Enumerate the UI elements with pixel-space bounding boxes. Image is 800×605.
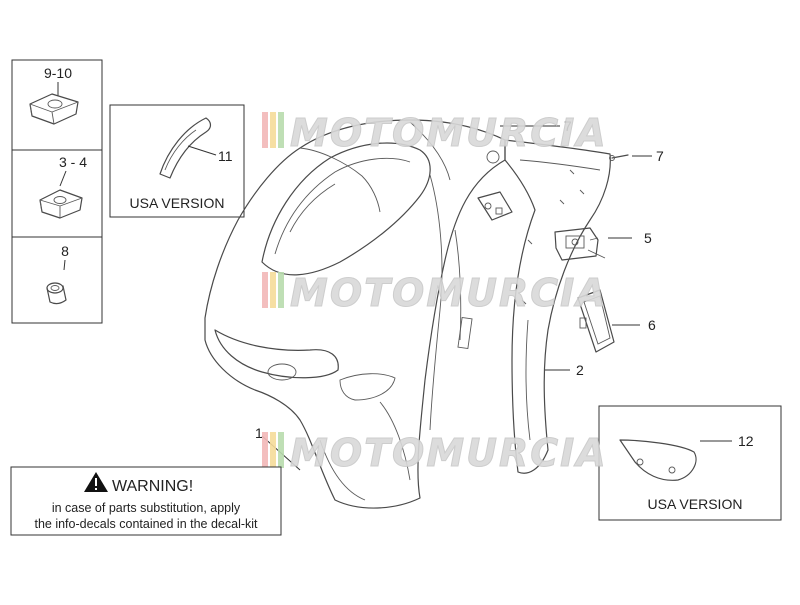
cover-plate-part-6 (577, 289, 640, 353)
watermark-stripe-green (278, 112, 284, 148)
callout-7-right: 7 (656, 148, 664, 164)
watermark-top: MOTOMURCIA (262, 111, 608, 156)
callout-2: 2 (576, 362, 584, 378)
watermark-stripe-red (262, 112, 268, 148)
clip-nut-part (29, 93, 79, 125)
watermark-text: MOTOMURCIA (290, 271, 608, 315)
watermark-stripe-green (278, 272, 284, 308)
watermark-text: MOTOMURCIA (290, 111, 608, 155)
watermark-stripe-red (262, 272, 268, 308)
leader-3-4 (59, 170, 67, 187)
usa-version-caption-bottom: USA VERSION (648, 496, 743, 512)
front-fairing-part-1 (204, 119, 506, 509)
screw-part-7 (609, 154, 652, 161)
callout-9-10: 9-10 (44, 65, 72, 81)
warning-line-2: the info-decals contained in the decal-k… (34, 517, 258, 531)
part-box-3-4 (11, 149, 103, 238)
warning-triangle-icon (84, 472, 108, 492)
watermark-stripe-green (278, 432, 284, 468)
part-box-9-10 (11, 59, 103, 151)
watermark-stripe-yellow (270, 432, 276, 468)
watermark-bottom: MOTOMURCIA (262, 431, 608, 476)
watermark-stripe-red (262, 432, 268, 468)
warning-box: WARNING! in case of parts substitution, … (10, 466, 282, 536)
callout-1: 1 (255, 425, 263, 441)
callout-7-top: 7 (564, 118, 572, 134)
part-box-8 (11, 236, 103, 324)
switch-part-5 (554, 227, 632, 261)
callout-6: 6 (648, 317, 656, 333)
warning-title: WARNING! (112, 478, 193, 495)
leader-8 (63, 259, 66, 271)
watermark-text: MOTOMURCIA (290, 431, 608, 475)
usa-version-box-12: 12 USA VERSION (598, 405, 782, 521)
bushing-part (46, 282, 67, 305)
callout-3-4: 3 - 4 (59, 154, 87, 170)
watermark-stripe-yellow (270, 272, 276, 308)
callout-11: 11 (218, 148, 233, 164)
trim-cover-12 (619, 439, 697, 481)
usa-version-caption-top: USA VERSION (130, 195, 225, 211)
usa-version-box-11: 11 USA VERSION (109, 104, 245, 218)
watermark-middle: MOTOMURCIA (262, 271, 608, 316)
callout-8: 8 (61, 243, 69, 259)
speed-nut-part (39, 189, 83, 219)
warning-line-1: in case of parts substitution, apply (52, 501, 241, 515)
callout-12: 12 (738, 433, 754, 449)
watermark-stripe-yellow (270, 112, 276, 148)
small-parts-panel: 9-10 3 - 4 8 (11, 59, 103, 324)
trim-panel-11 (159, 117, 212, 179)
callout-5: 5 (644, 230, 652, 246)
leader-11 (187, 145, 217, 156)
inner-shield-part-2 (477, 139, 611, 474)
